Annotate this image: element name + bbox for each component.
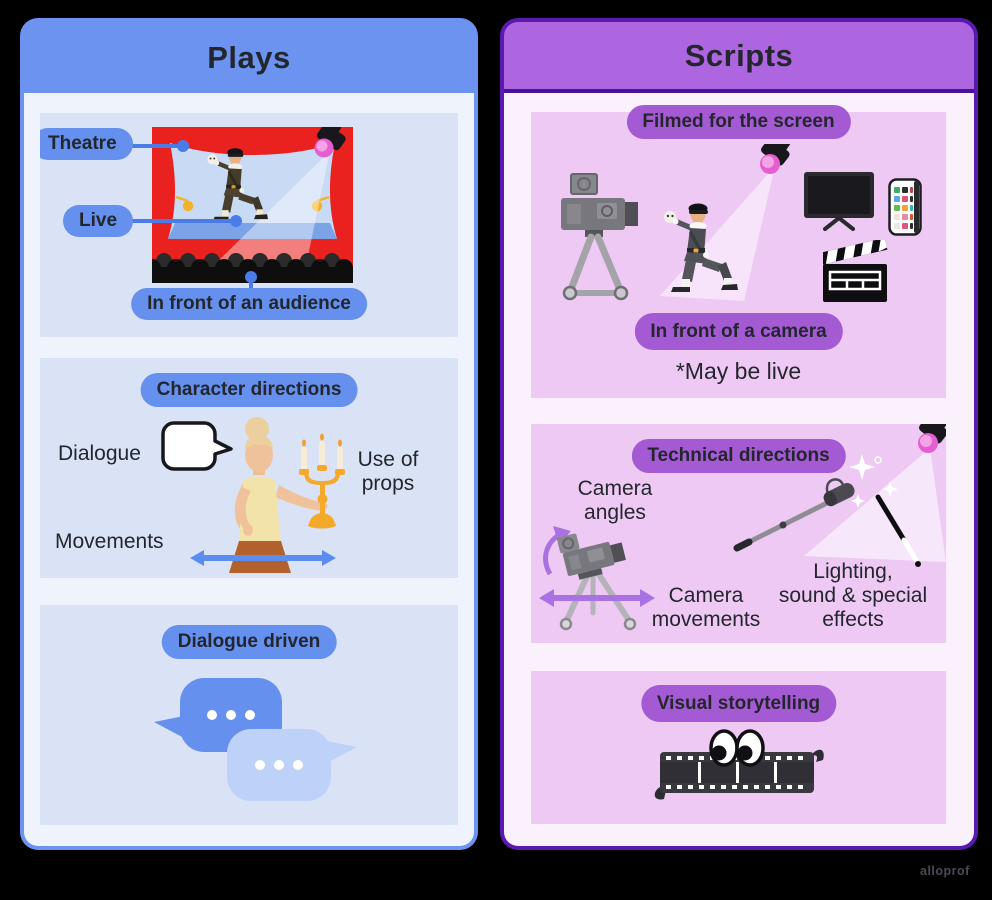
speech-bubble-icon	[161, 421, 233, 471]
scripts-title: Scripts	[684, 37, 794, 73]
character-directions-card: Character directions Dialogue	[40, 358, 458, 578]
tv-icon	[804, 172, 874, 231]
sparkles-icon	[849, 454, 898, 508]
plays-title: Plays	[207, 39, 291, 75]
stage-backdrop	[168, 143, 337, 239]
actress-illustration	[229, 417, 345, 573]
video-camera-icon	[561, 173, 638, 301]
pan-arrow-icon	[539, 589, 655, 607]
theatre-card: Theatre Live In front of an audience	[40, 113, 458, 337]
plays-column: Plays	[20, 18, 478, 850]
film-strip-icon	[654, 729, 824, 800]
typing-dots-icon	[180, 678, 282, 752]
spotlight-beam	[804, 448, 946, 562]
lighting-sound-label: Lighting, sound & special effects	[778, 560, 928, 631]
scripts-body: Filmed for the screen	[504, 93, 974, 846]
spotlight-icon	[918, 424, 946, 453]
connector-dot	[245, 271, 257, 283]
movement-arrow-icon	[190, 550, 336, 566]
filmed-for-screen-card: Filmed for the screen	[531, 105, 946, 398]
actor-spotlight-illustration	[660, 144, 792, 301]
spotlight-icon	[314, 127, 346, 158]
visual-storytelling-card: Visual storytelling	[531, 671, 946, 824]
connector-dot	[177, 140, 189, 152]
scripts-column: Scripts Filmed for the screen	[500, 18, 978, 850]
connector-line	[132, 144, 184, 148]
tilted-camera-icon	[539, 526, 655, 631]
use-of-props-label: Use of props	[357, 448, 419, 495]
dialogue-driven-card: Dialogue driven	[40, 605, 458, 825]
actor-icon	[207, 148, 268, 221]
smartphone-icon	[888, 178, 922, 236]
eyes-icon	[709, 729, 765, 767]
visual-storytelling-pill: Visual storytelling	[640, 685, 837, 722]
boom-mic-icon	[733, 478, 855, 552]
theatre-label-pill: Theatre	[40, 128, 133, 160]
character-directions-pill: Character directions	[140, 373, 358, 407]
camera-movements-label: Camera movements	[651, 584, 761, 631]
connector-dot	[230, 215, 242, 227]
stage-floor	[168, 223, 337, 239]
alloprof-watermark: alloprof	[920, 864, 970, 878]
chat-bubble-tail	[327, 741, 357, 763]
may-be-live-note: *May be live	[675, 358, 802, 384]
movements-label: Movements	[55, 530, 164, 553]
plays-header: Plays	[24, 22, 474, 93]
spotlight-beam	[210, 151, 330, 275]
dialogue-driven-pill: Dialogue driven	[161, 625, 337, 659]
spotlight-beam	[660, 166, 775, 301]
live-label-pill: Live	[63, 205, 134, 237]
in-front-of-camera-pill: In front of a camera	[634, 313, 843, 350]
spotlight-icon	[760, 144, 792, 174]
plays-body: Theatre Live In front of an audience Cha…	[24, 93, 474, 846]
chat-bubble-light-icon	[227, 729, 357, 801]
clapperboard-icon	[823, 240, 888, 302]
magic-wand-icon	[875, 494, 921, 567]
audience-label-pill: In front of an audience	[131, 288, 367, 320]
technical-directions-card: Technical directions	[531, 424, 946, 643]
dialogue-label: Dialogue	[58, 442, 141, 465]
candelabra-icon	[299, 433, 345, 529]
sprocket-holes	[666, 756, 803, 789]
curtain-tassels-icon	[175, 195, 330, 212]
scripts-header: Scripts	[504, 22, 974, 93]
chat-bubble-tail	[154, 716, 184, 738]
typing-dots-icon	[227, 729, 331, 801]
actor-icon	[664, 203, 738, 292]
camera-angles-label: Camera angles	[577, 477, 653, 524]
technical-directions-pill: Technical directions	[631, 439, 846, 473]
connector-line	[126, 219, 236, 223]
connector-line	[249, 279, 253, 291]
lighting-effects-illustration	[804, 424, 946, 567]
filmed-for-screen-pill: Filmed for the screen	[626, 105, 851, 139]
